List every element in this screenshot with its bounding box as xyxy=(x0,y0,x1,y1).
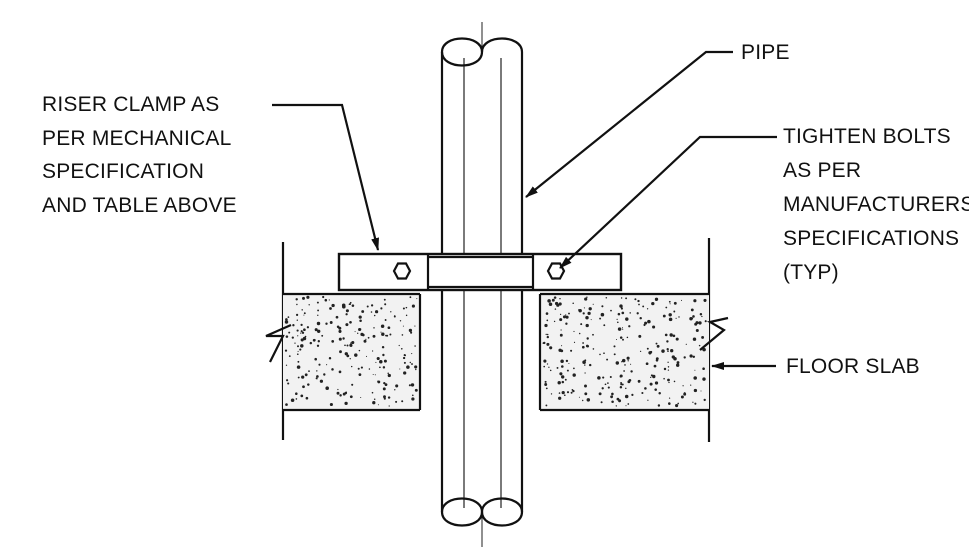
riser-clamp-line-1: RISER CLAMP AS xyxy=(42,93,219,116)
bolt-hex-left xyxy=(392,262,412,280)
riser-clamp-line-4: AND TABLE ABOVE xyxy=(42,194,237,217)
leader-tighten-bolts xyxy=(559,135,777,269)
tighten-bolts-line-5: (TYP) xyxy=(783,261,839,284)
tighten-bolts-line-1: TIGHTEN BOLTS xyxy=(783,125,951,148)
tighten-bolts-line-2: AS PER xyxy=(783,159,861,182)
riser-clamp-line-3: SPECIFICATION xyxy=(42,160,204,183)
label-pipe: PIPE xyxy=(741,41,790,64)
riser-clamp xyxy=(337,252,623,292)
break-symbol-left xyxy=(265,323,292,363)
label-tighten-bolts: TIGHTEN BOLTS AS PER MANUFACTURERS SPECI… xyxy=(783,125,969,284)
floor-slab-right xyxy=(538,292,709,412)
bolt-hex-right xyxy=(546,262,566,280)
break-symbol-right xyxy=(699,316,729,351)
tighten-bolts-line-4: SPECIFICATIONS xyxy=(783,227,959,250)
label-floor-slab: FLOOR SLAB xyxy=(786,355,920,378)
leader-pipe xyxy=(525,50,733,198)
leader-riser-clamp xyxy=(272,103,380,251)
label-riser-clamp: RISER CLAMP AS PER MECHANICAL SPECIFICAT… xyxy=(42,93,237,217)
tighten-bolts-line-3: MANUFACTURERS xyxy=(783,193,969,216)
riser-clamp-line-2: PER MECHANICAL xyxy=(42,127,231,150)
floor-slab-left xyxy=(283,292,422,412)
